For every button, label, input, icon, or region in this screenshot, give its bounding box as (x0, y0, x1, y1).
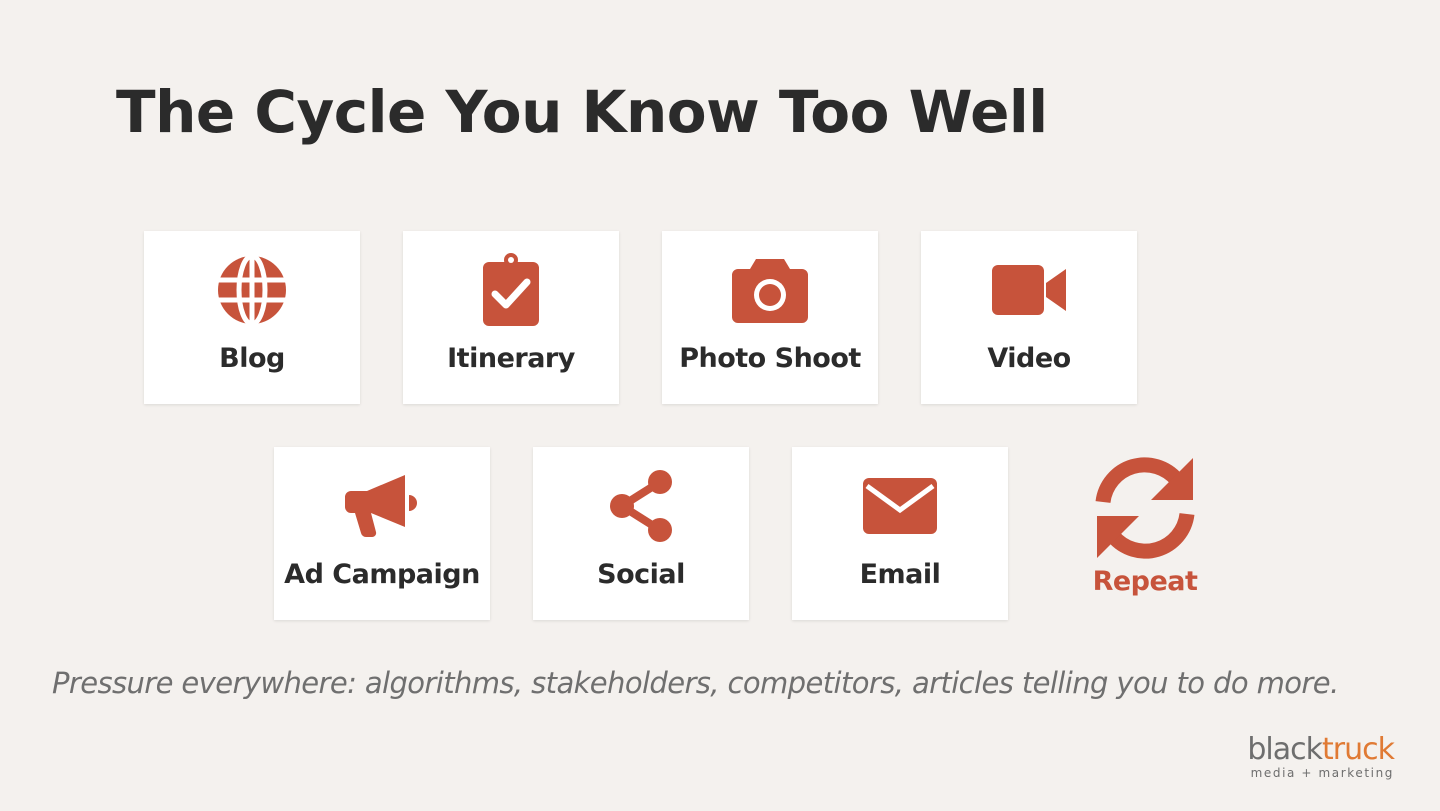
card-photo-shoot: Photo Shoot (662, 231, 878, 404)
card-label: Ad Campaign (284, 559, 480, 590)
card-label: Email (859, 559, 941, 590)
globe-icon (144, 251, 360, 329)
slide-subtitle: Pressure everywhere: algorithms, stakeho… (52, 666, 1339, 700)
clipboard-check-icon (403, 251, 619, 329)
repeat-label: Repeat (1092, 566, 1198, 597)
camera-icon (662, 251, 878, 329)
brand-logo: blacktruck media + marketing (1247, 732, 1395, 781)
logo-name-part2: truck (1322, 732, 1395, 767)
repeat-item: Repeat (1080, 456, 1210, 606)
card-label: Blog (219, 343, 285, 374)
logo-name: blacktruck (1247, 732, 1395, 767)
card-blog: Blog (144, 231, 360, 404)
refresh-icon (1093, 456, 1197, 564)
card-label: Itinerary (447, 343, 575, 374)
megaphone-icon (274, 467, 490, 545)
card-video: Video (921, 231, 1137, 404)
card-email: Email (792, 447, 1008, 620)
envelope-icon (792, 467, 1008, 545)
card-itinerary: Itinerary (403, 231, 619, 404)
logo-tagline: media + marketing (1250, 766, 1394, 780)
card-label: Social (597, 559, 685, 590)
card-social: Social (533, 447, 749, 620)
card-label: Video (987, 343, 1071, 374)
logo-name-part1: black (1247, 732, 1323, 767)
card-label: Photo Shoot (679, 343, 861, 374)
share-icon (533, 467, 749, 545)
card-ad-campaign: Ad Campaign (274, 447, 490, 620)
video-camera-icon (921, 251, 1137, 329)
slide-title: The Cycle You Know Too Well (116, 78, 1048, 146)
